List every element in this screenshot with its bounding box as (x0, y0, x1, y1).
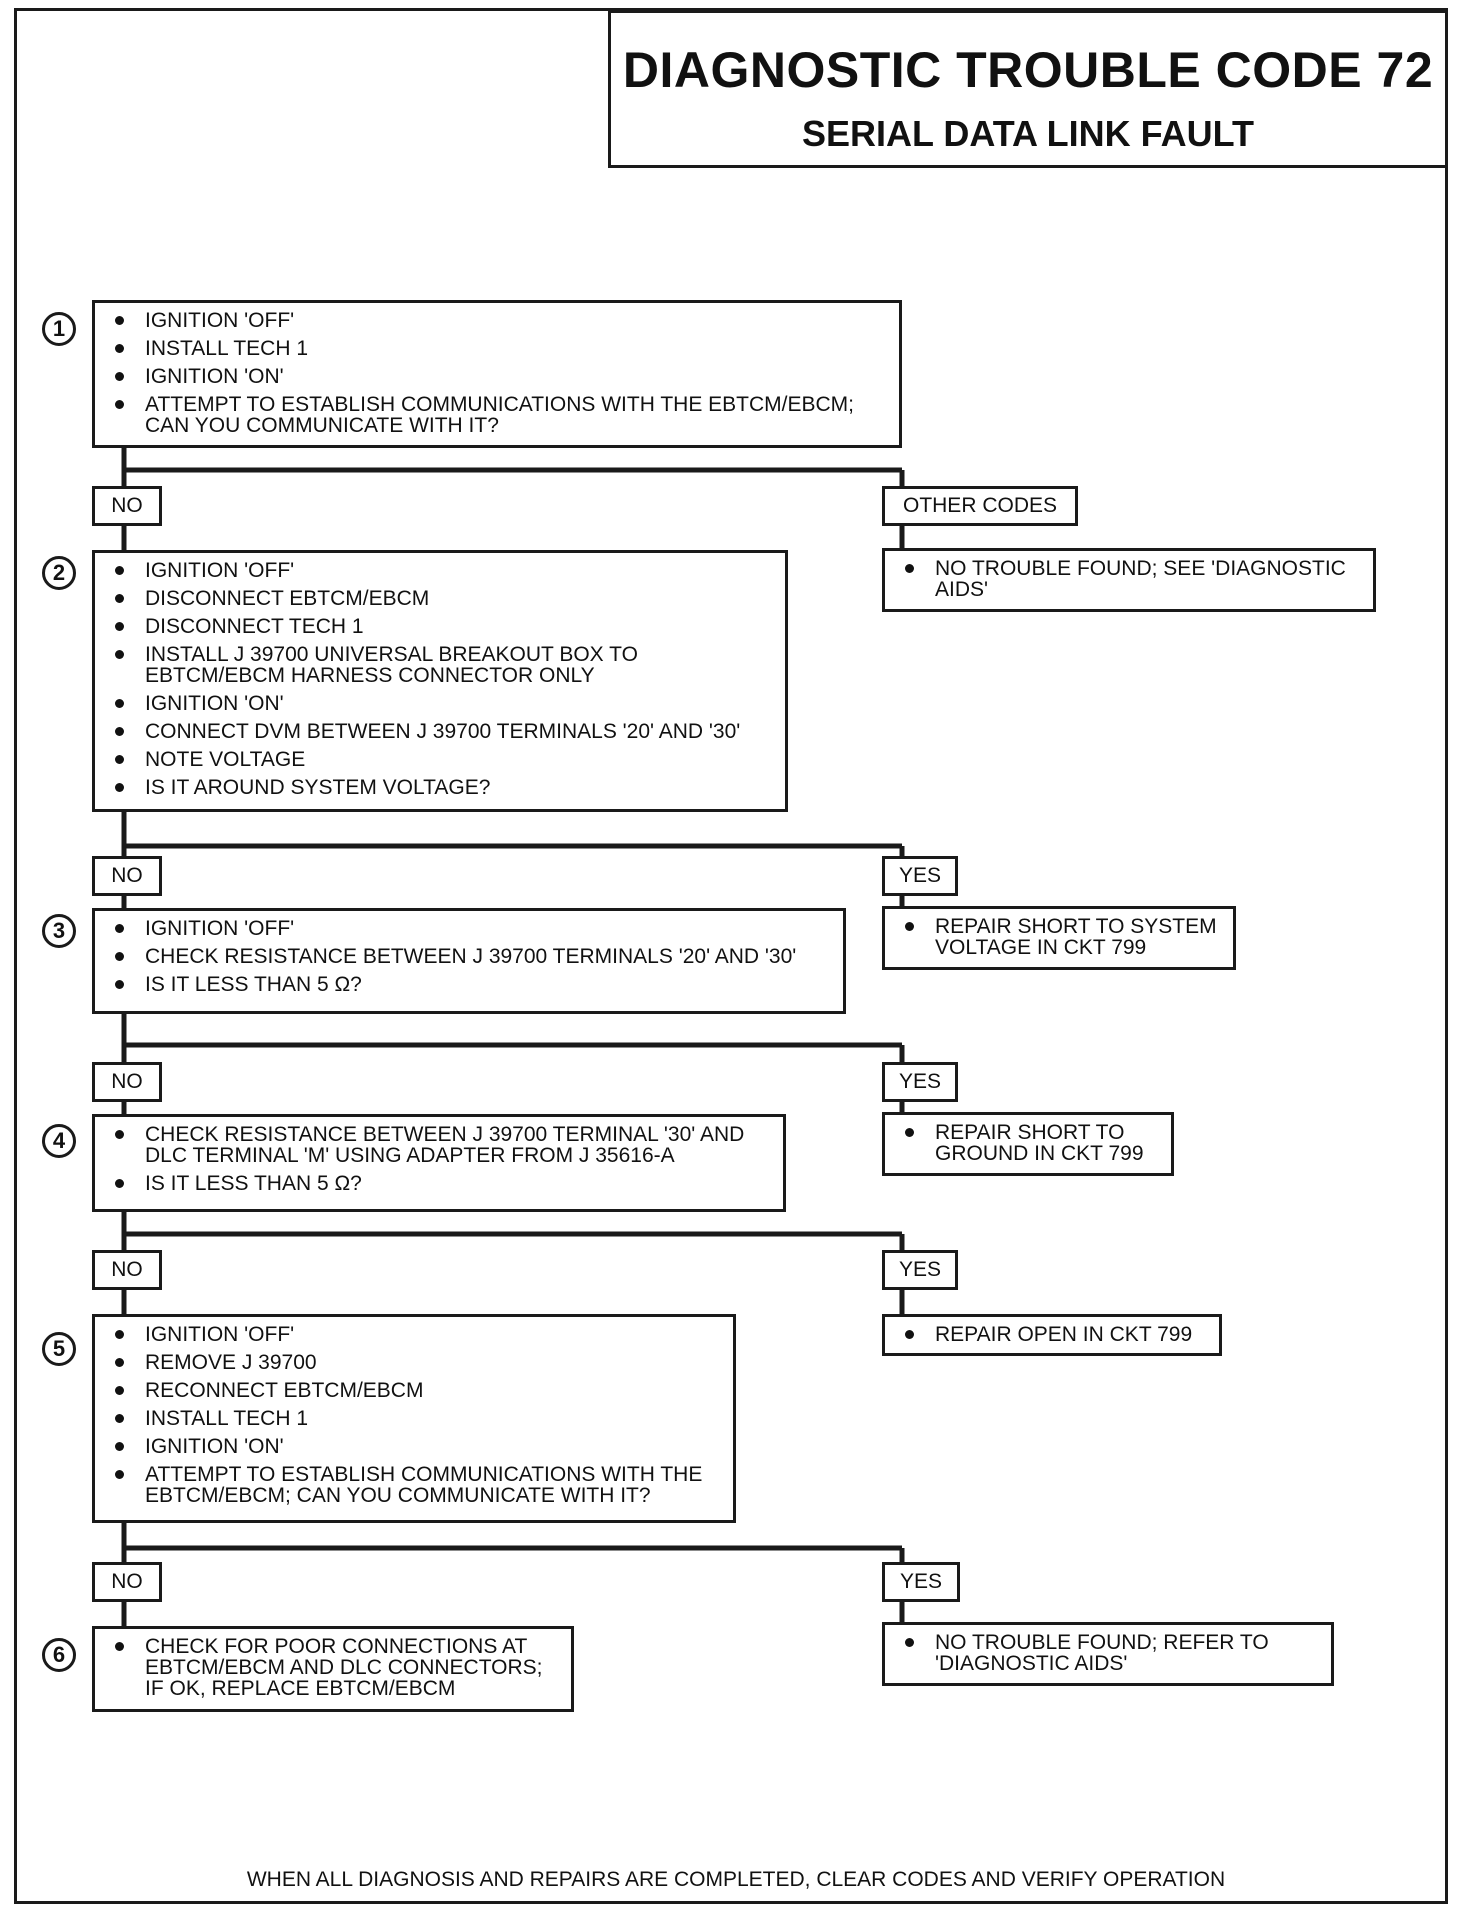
step-number: 5 (42, 1332, 76, 1366)
bullet-item: ATTEMPT TO ESTABLISH COMMUNICATIONS WITH… (105, 394, 889, 436)
result-box-3: REPAIR SHORT TO GROUND IN CKT 799 (882, 1112, 1174, 1176)
no-label: NO (92, 486, 162, 526)
no-label: NO (92, 1562, 162, 1602)
result-box-1: NO TROUBLE FOUND; SEE 'DIAGNOSTIC AIDS' (882, 548, 1376, 612)
bullet-icon (115, 650, 124, 659)
bullet-item: CHECK FOR POOR CONNECTIONS AT EBTCM/EBCM… (105, 1636, 561, 1699)
bullet-icon (115, 699, 124, 708)
bullet-item: IS IT AROUND SYSTEM VOLTAGE? (105, 777, 775, 798)
title-box: DIAGNOSTIC TROUBLE CODE 72 SERIAL DATA L… (608, 10, 1448, 168)
bullet-icon (115, 1386, 124, 1395)
bullet-icon (905, 1128, 914, 1137)
bullet-icon (115, 344, 124, 353)
bullet-item: INSTALL TECH 1 (105, 338, 889, 359)
step-2-box: IGNITION 'OFF' DISCONNECT EBTCM/EBCM DIS… (92, 550, 788, 812)
yes-label: YES (882, 1562, 960, 1602)
bullet-icon (115, 727, 124, 736)
page-frame (14, 8, 1448, 1904)
bullet-icon (115, 1179, 124, 1188)
result-box-4: REPAIR OPEN IN CKT 799 (882, 1314, 1222, 1356)
bullet-icon (115, 316, 124, 325)
bullet-icon (115, 594, 124, 603)
bullet-icon (905, 1330, 914, 1339)
bullet-icon (115, 1442, 124, 1451)
step-number: 6 (42, 1638, 76, 1672)
no-label: NO (92, 1250, 162, 1290)
bullet-icon (115, 952, 124, 961)
bullet-icon (115, 1642, 124, 1651)
step-number: 3 (42, 914, 76, 948)
bullet-icon (115, 372, 124, 381)
bullet-icon (905, 922, 914, 931)
bullet-item: IGNITION 'OFF' (105, 560, 775, 581)
bullet-item: DISCONNECT TECH 1 (105, 616, 775, 637)
bullet-item: IS IT LESS THAN 5 Ω? (105, 1173, 773, 1194)
bullet-icon (115, 566, 124, 575)
bullet-item: NOTE VOLTAGE (105, 749, 775, 770)
step-4-box: CHECK RESISTANCE BETWEEN J 39700 TERMINA… (92, 1114, 786, 1212)
bullet-item: IGNITION 'ON' (105, 1436, 723, 1457)
step-5-box: IGNITION 'OFF' REMOVE J 39700 RECONNECT … (92, 1314, 736, 1523)
bullet-item: NO TROUBLE FOUND; REFER TO 'DIAGNOSTIC A… (895, 1632, 1321, 1674)
bullet-item: REPAIR SHORT TO GROUND IN CKT 799 (895, 1122, 1161, 1164)
step-number: 1 (42, 312, 76, 346)
step-number: 2 (42, 556, 76, 590)
bullet-icon (115, 622, 124, 631)
bullet-icon (115, 783, 124, 792)
bullet-item: REPAIR OPEN IN CKT 799 (895, 1324, 1209, 1345)
yes-label: YES (882, 856, 958, 896)
yes-label: YES (882, 1250, 958, 1290)
bullet-icon (905, 1638, 914, 1647)
yes-label: YES (882, 1062, 958, 1102)
bullet-icon (115, 1470, 124, 1479)
step-number: 4 (42, 1124, 76, 1158)
bullet-icon (115, 924, 124, 933)
bullet-item: CHECK RESISTANCE BETWEEN J 39700 TERMINA… (105, 946, 833, 967)
page-subtitle: SERIAL DATA LINK FAULT (802, 113, 1254, 154)
bullet-icon (115, 755, 124, 764)
bullet-item: INSTALL TECH 1 (105, 1408, 723, 1429)
step-6-box: CHECK FOR POOR CONNECTIONS AT EBTCM/EBCM… (92, 1626, 574, 1712)
step-3-box: IGNITION 'OFF' CHECK RESISTANCE BETWEEN … (92, 908, 846, 1014)
bullet-item: IGNITION 'OFF' (105, 1324, 723, 1345)
result-box-2: REPAIR SHORT TO SYSTEM VOLTAGE IN CKT 79… (882, 906, 1236, 970)
bullet-icon (905, 564, 914, 573)
page-title: DIAGNOSTIC TROUBLE CODE 72 (622, 42, 1434, 98)
bullet-icon (115, 1330, 124, 1339)
result-box-5: NO TROUBLE FOUND; REFER TO 'DIAGNOSTIC A… (882, 1622, 1334, 1686)
bullet-item: IS IT LESS THAN 5 Ω? (105, 974, 833, 995)
other-codes-label: OTHER CODES (882, 486, 1078, 526)
footer-note: WHEN ALL DIAGNOSIS AND REPAIRS ARE COMPL… (246, 1868, 1226, 1891)
bullet-item: CONNECT DVM BETWEEN J 39700 TERMINALS '2… (105, 721, 775, 742)
bullet-item: IGNITION 'ON' (105, 366, 889, 387)
bullet-icon (115, 980, 124, 989)
bullet-item: ATTEMPT TO ESTABLISH COMMUNICATIONS WITH… (105, 1464, 723, 1506)
bullet-item: IGNITION 'OFF' (105, 918, 833, 939)
step-1-box: IGNITION 'OFF' INSTALL TECH 1 IGNITION '… (92, 300, 902, 448)
bullet-item: RECONNECT EBTCM/EBCM (105, 1380, 723, 1401)
bullet-item: CHECK RESISTANCE BETWEEN J 39700 TERMINA… (105, 1124, 773, 1166)
bullet-item: IGNITION 'OFF' (105, 310, 889, 331)
bullet-item: REPAIR SHORT TO SYSTEM VOLTAGE IN CKT 79… (895, 916, 1223, 958)
bullet-icon (115, 1358, 124, 1367)
no-label: NO (92, 856, 162, 896)
bullet-item: IGNITION 'ON' (105, 693, 775, 714)
no-label: NO (92, 1062, 162, 1102)
bullet-icon (115, 1414, 124, 1423)
bullet-item: DISCONNECT EBTCM/EBCM (105, 588, 775, 609)
bullet-item: NO TROUBLE FOUND; SEE 'DIAGNOSTIC AIDS' (895, 558, 1363, 600)
bullet-icon (115, 1130, 124, 1139)
bullet-item: INSTALL J 39700 UNIVERSAL BREAKOUT BOX T… (105, 644, 775, 686)
bullet-item: REMOVE J 39700 (105, 1352, 723, 1373)
bullet-icon (115, 400, 124, 409)
